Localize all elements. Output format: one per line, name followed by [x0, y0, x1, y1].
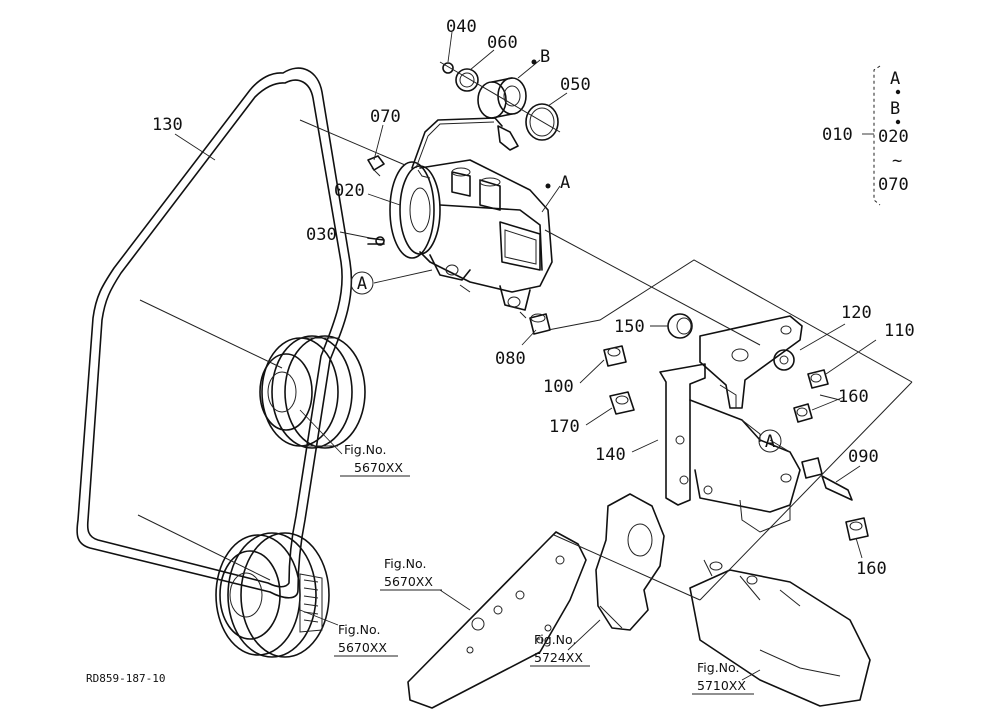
fig-label: Fig.No. [338, 622, 380, 637]
fig-label: Fig.No. [534, 632, 576, 647]
bolt-160-upper [793, 403, 813, 423]
label-090: 090 [848, 447, 879, 467]
washer-120 [773, 349, 795, 371]
fig-label: Fig.No. [344, 442, 386, 457]
label-080: 080 [495, 349, 526, 369]
bushing-150 [667, 313, 693, 339]
frame-part [689, 559, 871, 707]
point-a-label: A [560, 173, 570, 193]
drawing-code: RD859-187-10 [86, 672, 165, 685]
lower-pulley [215, 532, 330, 658]
bolt-070 [367, 155, 385, 177]
label-140: 140 [595, 445, 626, 465]
label-160-lower: 160 [856, 559, 887, 579]
label-110: 110 [884, 321, 915, 341]
label-130: 130 [152, 115, 183, 135]
set-dot-2 [895, 119, 901, 125]
circle-marker-a-2: A [758, 429, 782, 453]
marker-text: A [357, 274, 367, 294]
set-label-020: 020 [878, 127, 909, 147]
set-dot-1 [895, 89, 901, 95]
fig-number: 5670XX [384, 574, 433, 589]
label-070: 070 [370, 107, 401, 127]
circle-marker-a-1: A [350, 271, 374, 295]
set-label-tilde: ~ [892, 151, 902, 171]
set-label-b: B [890, 99, 900, 119]
fig-ref-housing[interactable]: Fig.No. 5724XX [530, 632, 590, 667]
fig-ref-plate[interactable]: Fig.No. 5670XX [380, 556, 442, 591]
bearing-parts [439, 61, 561, 141]
fig-number: 5724XX [534, 650, 583, 665]
housing-part [595, 493, 665, 631]
set-label-070: 070 [878, 175, 909, 195]
fig-number: 5670XX [338, 640, 387, 655]
v-belt [76, 67, 353, 599]
point-a-dot [545, 183, 551, 189]
marker-text: A [765, 432, 775, 452]
label-100: 100 [543, 377, 574, 397]
point-b-label: B [540, 47, 550, 67]
label-050: 050 [560, 75, 591, 95]
fig-label: Fig.No. [384, 556, 426, 571]
label-170: 170 [549, 417, 580, 437]
bolt-160-lower [845, 517, 869, 541]
fig-label: Fig.No. [697, 660, 739, 675]
label-020: 020 [334, 181, 365, 201]
fig-number: 5710XX [697, 678, 746, 693]
screw-030 [367, 236, 385, 246]
label-150: 150 [614, 317, 645, 337]
spacer-080 [529, 313, 551, 335]
set-label-a: A [890, 69, 900, 89]
label-060: 060 [487, 33, 518, 53]
label-010: 010 [822, 125, 853, 145]
upper-pulley [259, 335, 366, 449]
fig-ref-pulley-upper[interactable]: Fig.No. 5670XX [340, 442, 410, 477]
main-bracket [659, 363, 801, 533]
bolt-110 [807, 369, 829, 389]
upper-bracket [699, 315, 803, 409]
bolt-170 [609, 391, 635, 415]
leader-lines [174, 31, 877, 681]
label-120: 120 [841, 303, 872, 323]
label-160-upper: 160 [838, 387, 869, 407]
bolt-090 [801, 457, 853, 501]
fig-ref-pulley-lower[interactable]: Fig.No. 5670XX [334, 622, 398, 657]
mounting-plate [407, 531, 587, 709]
set-bracket [873, 65, 901, 206]
label-040: 040 [446, 17, 477, 37]
bolt-100 [603, 345, 627, 367]
compressor [389, 117, 553, 319]
fig-ref-frame[interactable]: Fig.No. 5710XX [692, 660, 754, 695]
point-b-dot [531, 59, 537, 65]
reference-lines [137, 119, 913, 601]
fig-number: 5670XX [354, 460, 403, 475]
label-030: 030 [306, 225, 337, 245]
